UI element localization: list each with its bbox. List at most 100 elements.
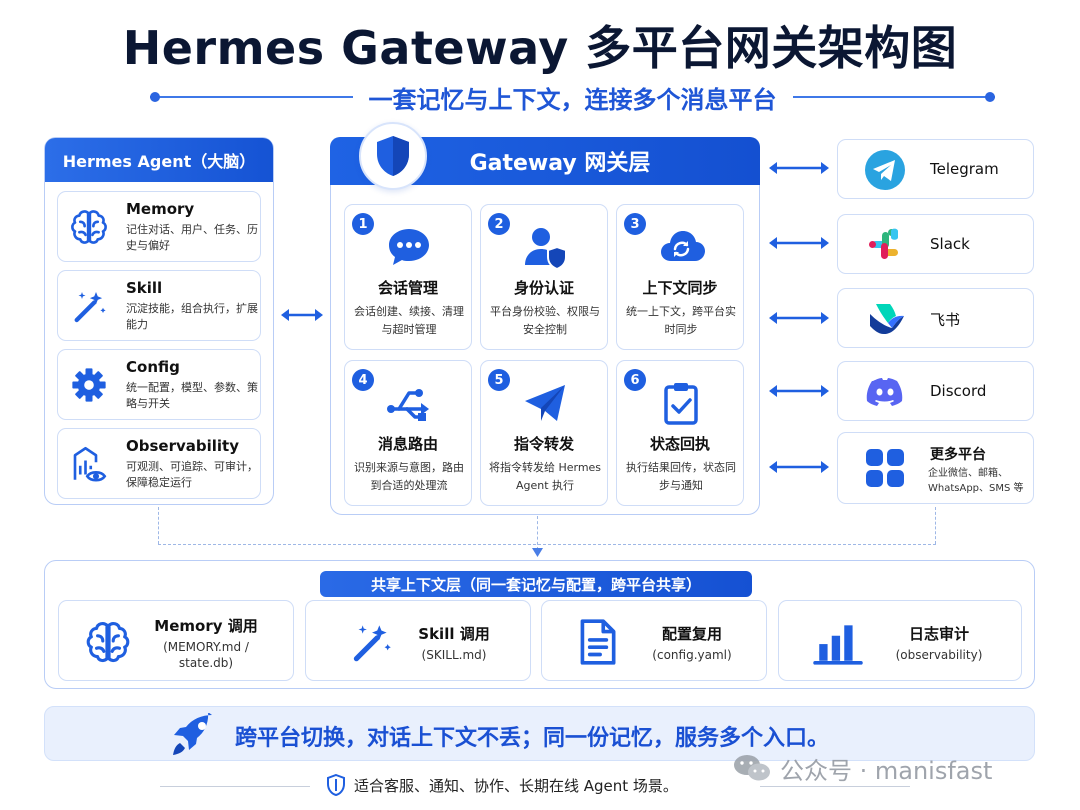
step-number: 2 — [488, 213, 510, 235]
route-icon — [387, 389, 429, 421]
platform-name: Telegram — [930, 160, 999, 178]
discord-icon — [866, 378, 903, 406]
agent-card-title: Observability — [126, 437, 239, 455]
agent-card-title: Skill — [126, 279, 163, 297]
shared-card-desc: (config.yaml) — [652, 648, 732, 662]
page-title: Hermes Gateway 多平台网关架构图 — [122, 21, 958, 75]
agent-card-memory: Memory 记住对话、用户、任务、历史与偏好 — [57, 191, 261, 262]
platform-name: 飞书 — [930, 311, 961, 329]
gateway-card-title: 身份认证 — [513, 279, 574, 297]
platform-slack: Slack — [837, 214, 1034, 274]
gateway-card-desc: 统一上下文，跨平台实时同步 — [626, 305, 736, 336]
user-shield-icon — [525, 228, 567, 271]
clipboard-check-icon — [664, 383, 698, 425]
shared-card-config: 配置复用 (config.yaml) — [541, 600, 767, 681]
step-number: 5 — [488, 369, 510, 391]
slack-icon — [869, 228, 898, 259]
dashed-connector — [935, 507, 936, 544]
gateway-card-session: 1 会话管理 会话创建、续接、清理与超时管理 — [344, 204, 472, 350]
bottom-banner: 跨平台切换，对话上下文不丢；同一份记忆，服务多个入口。 — [44, 706, 1035, 761]
step-number: 3 — [624, 213, 646, 235]
feishu-icon — [870, 304, 904, 334]
gateway-card-title: 消息路由 — [377, 435, 438, 453]
shared-card-title: 日志审计 — [908, 625, 969, 643]
platform-telegram: Telegram — [837, 139, 1034, 199]
footer: 适合客服、通知、协作、长期在线 Agent 场景。 — [326, 770, 796, 800]
telegram-icon — [865, 150, 905, 190]
shared-card-title: Skill 调用 — [418, 625, 490, 643]
platform-arrow — [769, 461, 829, 473]
agent-card-title: Config — [126, 358, 180, 376]
shared-context-title: 共享上下文层（同一套记忆与配置，跨平台共享） — [320, 571, 752, 597]
shared-card-memory: Memory 调用 (MEMORY.md / state.db) — [58, 600, 294, 681]
agent-card-desc: 沉淀技能，组合执行，扩展能力 — [126, 302, 258, 331]
step-number: 6 — [624, 369, 646, 391]
down-arrow-icon — [532, 548, 543, 557]
gateway-card-title: 会话管理 — [377, 279, 438, 297]
magic-wand-icon — [74, 292, 106, 323]
agent-card-skill: Skill 沉淀技能，组合执行，扩展能力 — [57, 270, 261, 341]
gateway-card-desc: 将指令转发给 Hermes Agent 执行 — [488, 461, 602, 492]
gateway-card-desc: 执行结果回传，状态同步与通知 — [626, 461, 736, 492]
gateway-card-title: 状态回执 — [649, 435, 710, 453]
bar-chart-icon — [813, 625, 863, 665]
dashed-connector — [537, 516, 538, 550]
subtitle-row: 一套记忆与上下文，连接多个消息平台 — [150, 80, 995, 114]
gateway-panel: Gateway 网关层 1 会话管理 会话创建、续接、清理与超时管理 2 身份认… — [330, 122, 760, 515]
platform-arrow — [769, 312, 829, 324]
footer-right-line — [760, 786, 910, 787]
shared-card-skill: Skill 调用 (SKILL.md) — [305, 600, 531, 681]
gateway-card-context-sync: 3 上下文同步 统一上下文，跨平台实时同步 — [616, 204, 744, 350]
subtitle: 一套记忆与上下文，连接多个消息平台 — [368, 85, 777, 114]
shared-card-desc: (observability) — [895, 648, 983, 662]
platform-feishu: 飞书 — [837, 288, 1034, 348]
gateway-card-status: 6 状态回执 执行结果回传，状态同步与通知 — [616, 360, 744, 506]
gear-icon — [72, 368, 106, 402]
paper-plane-icon — [525, 385, 565, 421]
agent-card-title: Memory — [126, 200, 195, 218]
footer-left-line — [160, 786, 310, 787]
footer-text: 适合客服、通知、协作、长期在线 Agent 场景。 — [354, 776, 678, 795]
platform-more: 更多平台 企业微信、邮箱、WhatsApp、SMS 等 — [837, 432, 1034, 504]
grid-icon — [866, 449, 904, 487]
gateway-card-routing: 4 消息路由 识别来源与意图，路由到合适的处理流 — [344, 360, 472, 506]
subtitle-right-line — [792, 92, 995, 102]
gateway-card-title: 上下文同步 — [642, 279, 718, 297]
dashed-connector — [158, 507, 159, 544]
platform-arrow — [769, 162, 829, 174]
agent-card-observability: Observability 可观测、可追踪、可审计，保障稳定运行 — [57, 428, 261, 499]
agent-panel: Hermes Agent（大脑） Memory 记住对话、用户、任务、历史与偏好… — [44, 137, 274, 505]
platform-desc: 企业微信、邮箱、WhatsApp、SMS 等 — [928, 468, 1024, 494]
shared-card-desc: (SKILL.md) — [421, 648, 487, 662]
shared-card-desc: (MEMORY.md / state.db) — [163, 640, 249, 670]
magic-wand-icon — [353, 625, 391, 662]
observability-icon — [73, 446, 107, 482]
agent-gateway-arrow — [281, 309, 323, 321]
agent-card-desc: 统一配置，模型、参数、策略与开关 — [126, 381, 258, 410]
gateway-card-forward: 5 指令转发 将指令转发给 Hermes Agent 执行 — [480, 360, 608, 506]
cloud-sync-icon — [661, 231, 705, 261]
wechat-icon — [734, 755, 770, 781]
platform-name: Discord — [930, 382, 987, 400]
subtitle-left-line — [150, 92, 353, 102]
document-icon — [580, 619, 616, 665]
chat-bubble-icon — [389, 229, 429, 265]
gateway-card-auth: 2 身份认证 平台身份校验、权限与安全控制 — [480, 204, 608, 350]
gateway-shield-badge — [359, 122, 427, 190]
shield-icon — [377, 136, 409, 176]
platform-name: 更多平台 — [930, 447, 986, 463]
platform-arrow — [769, 237, 829, 249]
gateway-card-desc: 识别来源与意图，路由到合适的处理流 — [354, 461, 464, 492]
banner-text: 跨平台切换，对话上下文不丢；同一份记忆，服务多个入口。 — [235, 726, 830, 751]
brain-icon — [86, 622, 130, 663]
agent-card-config: Config 统一配置，模型、参数、策略与开关 — [57, 349, 261, 420]
platform-arrow — [769, 385, 829, 397]
platform-discord: Discord — [837, 361, 1034, 421]
gateway-card-desc: 平台身份校验、权限与安全控制 — [490, 305, 600, 336]
agent-card-desc: 记住对话、用户、任务、历史与偏好 — [126, 223, 258, 252]
agent-panel-header: Hermes Agent（大脑） — [45, 138, 273, 182]
watermark: 公众号 · manisfast — [732, 748, 992, 788]
shared-card-title: Memory 调用 — [154, 617, 258, 635]
watermark-text: 公众号 · manisfast — [780, 756, 993, 785]
shield-icon — [327, 774, 345, 796]
